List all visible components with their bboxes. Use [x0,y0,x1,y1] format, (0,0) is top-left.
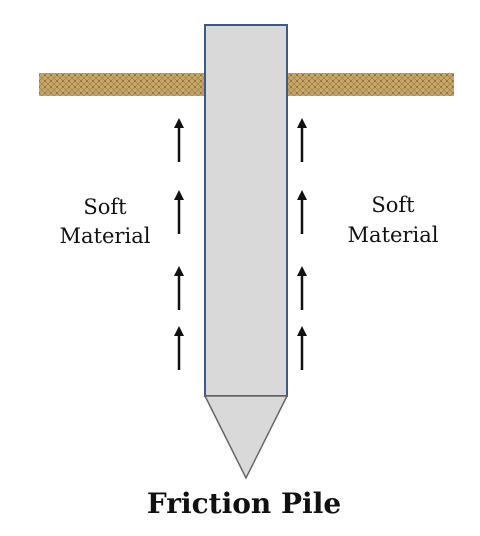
left-label-line1: Soft [83,195,127,219]
pile-shaft [204,24,288,397]
right-label-line1: Soft [371,193,415,217]
ground-right [287,73,454,96]
diagram-caption: Friction Pile [147,487,341,520]
left-label-line2: Material [60,224,151,248]
right-label-line2: Material [348,223,439,247]
ground-left [39,73,205,96]
pile-tip [203,395,289,480]
